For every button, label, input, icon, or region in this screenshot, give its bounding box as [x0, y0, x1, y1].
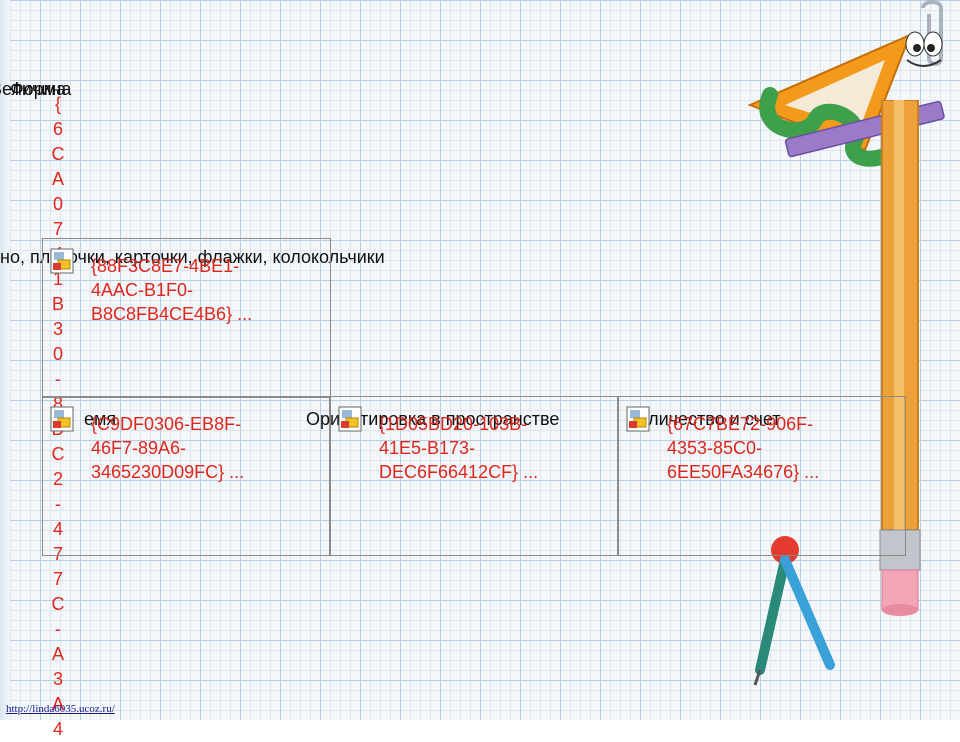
vertical-char: 7: [52, 219, 63, 239]
embedded-object-icon[interactable]: [50, 406, 74, 432]
vertical-char: 7: [52, 544, 63, 564]
vertical-char: 4: [52, 519, 63, 539]
embedded-object-label: {C9DF0306-EB8F- 46F7-89A6- 3465230D09FC}…: [91, 414, 245, 482]
slide-label-size: Величина: [0, 79, 72, 99]
compass-icon: [753, 536, 835, 686]
embedded-object-label: {88F3C8E7-4BE1- 4AAC-B1F0- B8C8FB4CE4B6}…: [91, 256, 253, 324]
curve-ruler-icon: [759, 87, 903, 167]
vertical-char: C: [51, 144, 65, 164]
vertical-char: 8: [52, 394, 63, 414]
vertical-char: 2: [52, 469, 63, 489]
vertical-char: 0: [52, 344, 63, 364]
row-label-time: емя: [84, 409, 117, 429]
row-label-counting: Количество и счет: [628, 409, 781, 429]
vertical-char: B: [51, 294, 64, 314]
embedded-object-icon[interactable]: [50, 248, 74, 274]
vertical-char: A: [51, 694, 64, 714]
vertical-char: -: [55, 494, 61, 514]
slide-label-form: Форма: [10, 79, 67, 99]
table-cell-bottom-left: [42, 396, 331, 556]
table-cell-bottom-right: [617, 396, 906, 556]
paperclip-icon: [921, 0, 943, 66]
row-label-orientation: Ориентировка в пространстве: [306, 409, 560, 429]
vertical-char: 1: [52, 269, 63, 289]
vertical-char: A: [51, 169, 64, 189]
vertical-char: 3: [52, 669, 63, 689]
embedded-object-icon[interactable]: [338, 406, 362, 432]
vertical-char: 7: [52, 569, 63, 589]
vertical-char: 6: [52, 119, 63, 139]
embedded-object-icon[interactable]: [626, 406, 650, 432]
vertical-char: 0: [52, 194, 63, 214]
left-margin: [0, 0, 10, 720]
vertical-char: A: [51, 644, 64, 664]
table-cell-bottom-mid: [329, 396, 619, 556]
table-cell-top: [42, 238, 331, 398]
vertical-char: 3: [52, 319, 63, 339]
footer-site-link[interactable]: http://linda6035.ucoz.ru/: [6, 703, 115, 715]
vertical-char: -: [55, 619, 61, 639]
embedded-object-label: {67C7BE72-906F- 4353-85C0- 6EE50FA34676}…: [667, 414, 820, 482]
vertical-char: -: [55, 369, 61, 389]
vertical-char: {: [54, 94, 61, 114]
row-label-items: но, платочки, карточки, флажки, колоколь…: [0, 247, 385, 267]
embedded-object-label: {1D05BD20-103B- 41E5-B173- DEC6F66412CF}…: [379, 414, 539, 482]
vertical-char: C: [51, 594, 65, 614]
vertical-char: C: [51, 444, 65, 464]
vertical-char: 4: [52, 719, 63, 739]
pencil-icon: [879, 100, 921, 616]
